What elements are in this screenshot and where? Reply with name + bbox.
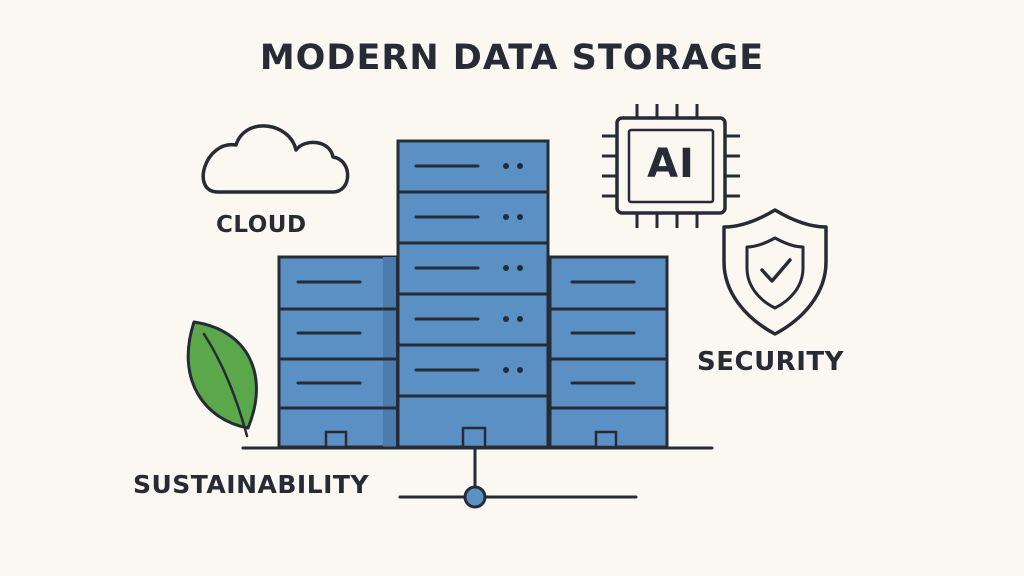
ai-chip-label: AI bbox=[647, 141, 695, 187]
server-rack-right bbox=[548, 255, 669, 449]
shield-check-icon bbox=[722, 208, 828, 336]
server-rack-center bbox=[396, 139, 550, 449]
diagram-title: MODERN DATA STORAGE bbox=[259, 38, 765, 78]
security-label: SECURITY bbox=[697, 347, 844, 377]
cloud-icon bbox=[201, 124, 350, 194]
cloud-label: CLOUD bbox=[216, 212, 307, 238]
sustainability-label: SUSTAINABILITY bbox=[133, 470, 370, 499]
server-rack-left bbox=[277, 255, 398, 449]
ai-chip-icon bbox=[602, 104, 740, 228]
leaf-icon bbox=[186, 320, 258, 438]
network-connector bbox=[241, 446, 714, 509]
server-racks bbox=[277, 139, 669, 449]
